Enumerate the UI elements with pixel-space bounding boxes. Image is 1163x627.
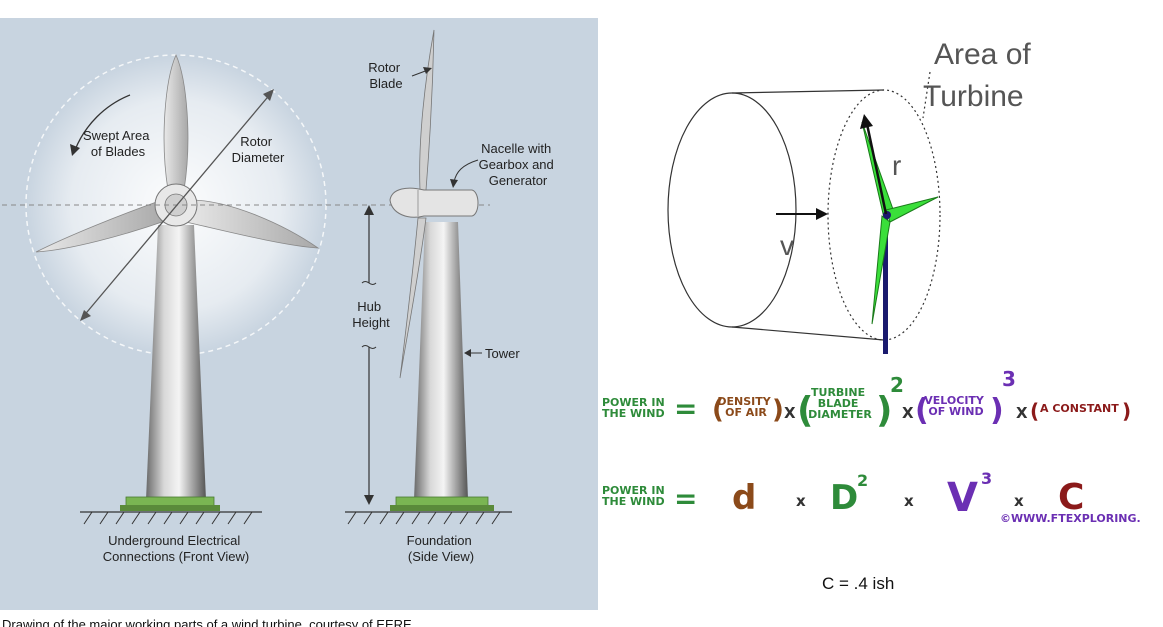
f2-times-1: x bbox=[796, 492, 806, 510]
turbine-area-circle bbox=[827, 89, 941, 341]
front-ground-hatch bbox=[83, 511, 253, 525]
radius-label: r bbox=[892, 150, 901, 181]
side-foundation-base bbox=[390, 505, 494, 511]
f2-times-3: x bbox=[1014, 492, 1024, 510]
side-view-label: Foundation (Side View) bbox=[407, 533, 476, 564]
radius-arrow bbox=[865, 123, 888, 215]
f2-times-2: x bbox=[904, 492, 914, 510]
velocity-label: v bbox=[780, 230, 794, 261]
turbine-blade-down bbox=[871, 215, 891, 325]
f1-velocity-paren-open: ( bbox=[915, 393, 929, 428]
f2-equals: = bbox=[674, 482, 697, 515]
area-label-line2: Turbine bbox=[923, 80, 1024, 113]
constant-note: C = .4 ish bbox=[822, 574, 895, 593]
front-blade-left bbox=[35, 199, 169, 253]
power-formula-words: POWER IN THE WIND = ( DENSITY OF AIR ) X… bbox=[602, 367, 1131, 431]
front-foundation bbox=[125, 496, 215, 507]
cylinder-back-face bbox=[667, 92, 797, 328]
swept-area-label: Swept Area of Blades bbox=[83, 128, 153, 159]
f2-power-in-the-wind: POWER IN THE WIND bbox=[602, 484, 669, 508]
nacelle-pointer-head bbox=[450, 179, 458, 188]
turbine-tower bbox=[883, 218, 888, 354]
wind-arrowhead bbox=[816, 208, 828, 220]
cylinder-bottom-edge bbox=[731, 326, 885, 341]
f1-diameter-paren-open: ( bbox=[797, 390, 813, 431]
f1-constant: A CONSTANT bbox=[1040, 402, 1119, 415]
tower-label: Tower bbox=[485, 346, 520, 361]
rotor-diameter-arrow bbox=[81, 91, 273, 319]
f1-velocity: VELOCITY OF WIND bbox=[924, 394, 987, 418]
f1-density-paren-close: ) bbox=[772, 395, 784, 425]
side-foundation bbox=[395, 496, 489, 507]
turbine-area-diagram: Area of Turbine r v bbox=[667, 38, 1031, 354]
rotor-diameter-arrowhead-bottom bbox=[80, 310, 91, 321]
hub-height-arrowhead-bottom bbox=[364, 495, 374, 505]
f1-exp-3: 3 bbox=[1002, 367, 1016, 391]
f1-constant-paren-close: ) bbox=[1122, 399, 1131, 423]
hub-height-label-bg bbox=[355, 283, 385, 347]
f2-diameter-symbol: D bbox=[830, 478, 858, 518]
side-nacelle bbox=[389, 187, 479, 218]
area-label-line1: Area of bbox=[934, 38, 1031, 71]
f1-power-in-the-wind: POWER IN THE WIND bbox=[602, 396, 669, 420]
side-tower bbox=[414, 222, 468, 500]
f2-exp-2: 2 bbox=[857, 471, 868, 490]
turbine-blade-up bbox=[861, 121, 895, 219]
front-blade-right bbox=[185, 199, 320, 249]
f2-velocity-symbol: V bbox=[947, 475, 978, 521]
f1-equals: = bbox=[674, 392, 697, 425]
cylinder-top-edge bbox=[731, 89, 885, 94]
side-rotor-blade bbox=[419, 29, 435, 191]
hub-height-arrowhead-top bbox=[364, 205, 374, 215]
turbine-hub bbox=[883, 211, 891, 219]
front-foundation-base bbox=[120, 505, 220, 511]
front-blade-top bbox=[163, 54, 189, 191]
side-ground-hatch bbox=[347, 511, 501, 525]
f1-velocity-paren-close: ) bbox=[990, 393, 1004, 428]
f1-diameter-paren-close: ) bbox=[876, 390, 892, 431]
turbine-blade-right bbox=[885, 196, 939, 223]
f1-times-1: X bbox=[784, 404, 796, 422]
rotor-blade-pointer-head bbox=[423, 67, 432, 74]
f1-times-2: X bbox=[902, 404, 914, 422]
power-formula-symbols: POWER IN THE WIND = d x D 2 x V 3 x C ©W… bbox=[602, 469, 1140, 525]
f1-diameter: TURBINE BLADE DIAMETER bbox=[808, 386, 872, 421]
f1-constant-paren-open: ( bbox=[1030, 399, 1039, 423]
f2-exp-3: 3 bbox=[981, 469, 992, 488]
f1-exp-2: 2 bbox=[890, 373, 904, 397]
front-tower bbox=[146, 225, 206, 500]
wind-turbine-diagram: Swept Area of Blades Rotor Diameter Roto… bbox=[0, 18, 598, 610]
f1-density-paren-open: ( bbox=[712, 395, 724, 425]
f2-constant-symbol: C bbox=[1058, 477, 1084, 518]
side-rotor-blade-lower bbox=[399, 217, 427, 379]
rotor-diameter-label: Rotor Diameter bbox=[232, 134, 285, 165]
front-view-label: Underground Electrical Connections (Fron… bbox=[103, 533, 249, 564]
hub-height-break-bottom bbox=[361, 345, 377, 349]
swept-area-arrow bbox=[74, 94, 131, 151]
swept-area-arrowhead bbox=[70, 144, 80, 156]
radius-arrowhead bbox=[860, 114, 873, 129]
rotor-blade-label: Rotor Blade bbox=[368, 60, 403, 91]
f2-credit: ©WWW.FTEXPLORING.COM bbox=[1000, 512, 1140, 525]
hub-height-label: Hub Height bbox=[352, 299, 390, 330]
f1-density: DENSITY OF AIR bbox=[717, 395, 774, 419]
f2-density-symbol: d bbox=[732, 478, 756, 518]
nacelle-label: Nacelle with Gearbox and Generator bbox=[479, 141, 558, 188]
f1-times-3: X bbox=[1016, 404, 1028, 422]
hub-height-break-top bbox=[361, 281, 377, 285]
tower-pointer-head bbox=[464, 349, 471, 357]
rotor-diameter-arrowhead-top bbox=[263, 89, 274, 101]
figure-caption: Drawing of the major working parts of a … bbox=[2, 617, 412, 627]
